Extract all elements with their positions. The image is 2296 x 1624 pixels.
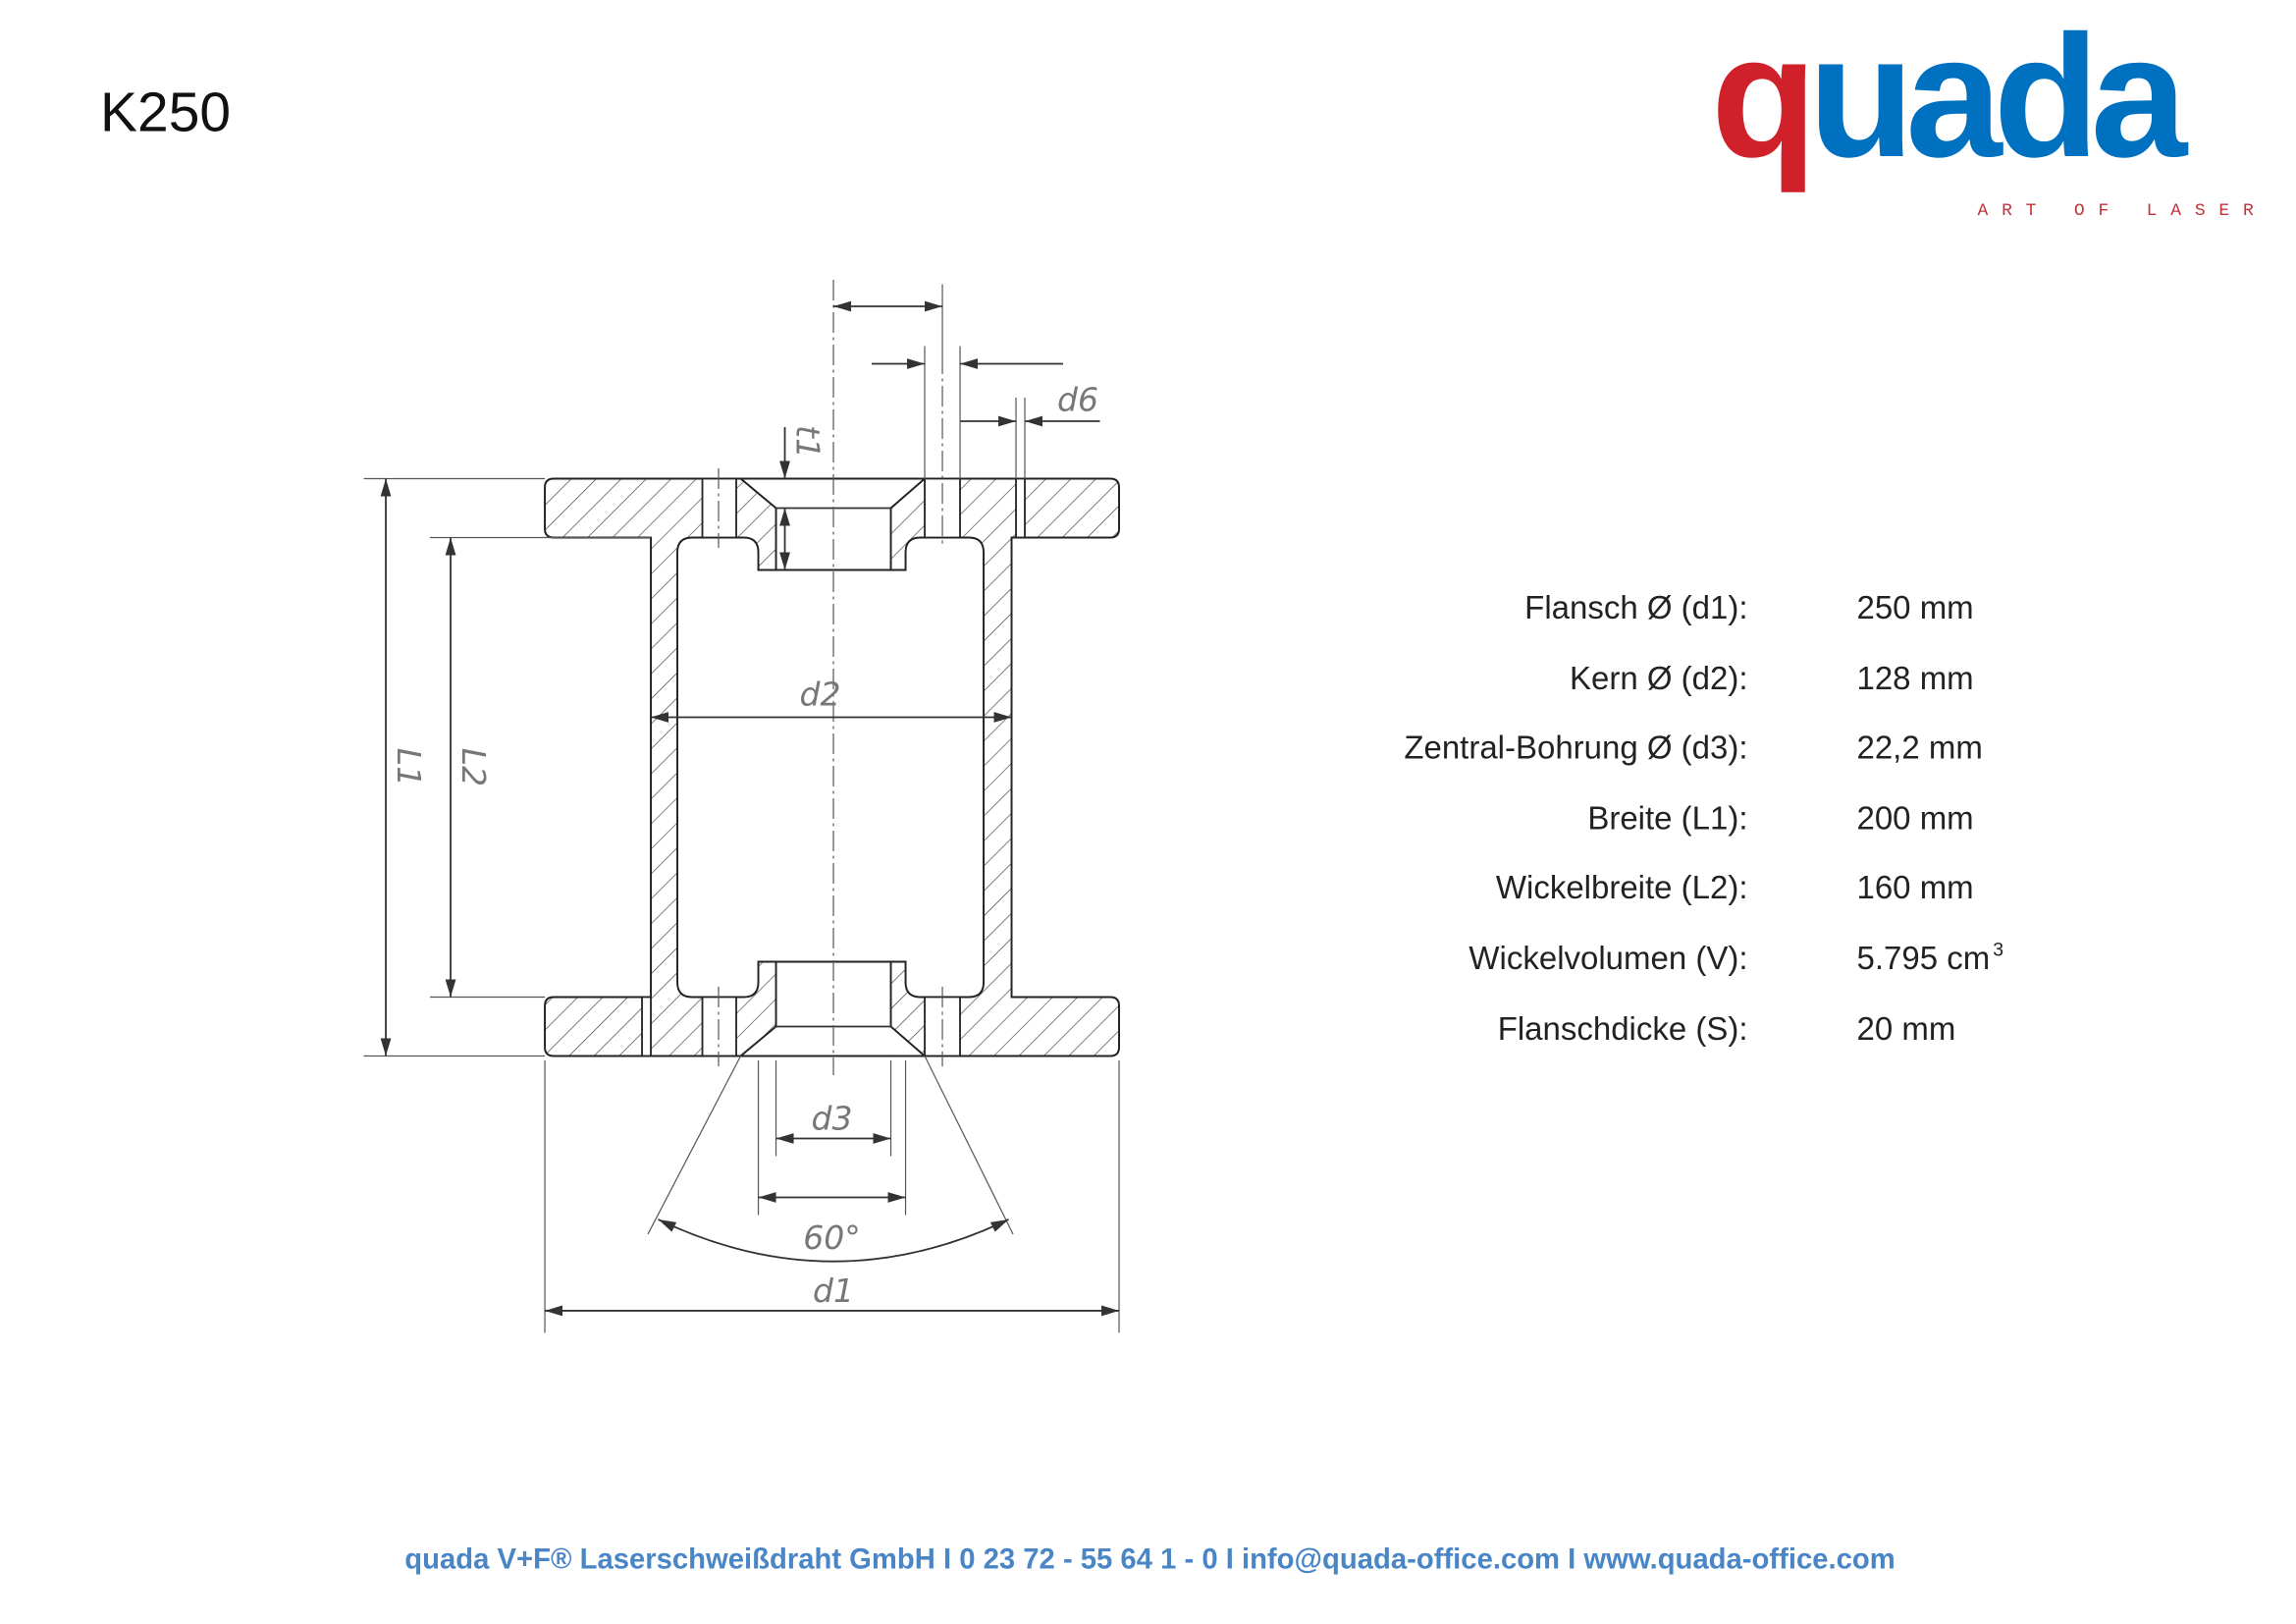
svg-text:128 mm: 128 mm — [1857, 660, 1974, 696]
unit-superscript: 3 — [1993, 939, 2003, 960]
spec-row: Breite (L1): 200 mm — [1587, 799, 1973, 836]
quada-logo: quada ART OF LASER — [1711, 0, 2267, 221]
page-title: K250 — [100, 81, 231, 143]
svg-text:Kern Ø (d2):: Kern Ø (d2): — [1570, 660, 1747, 696]
footer-website[interactable]: www.quada-office.com — [1582, 1543, 1895, 1575]
spool-cross-section — [544, 477, 1121, 1057]
svg-text:Flansch Ø (d1):: Flansch Ø (d1): — [1524, 589, 1747, 625]
svg-text:160 mm: 160 mm — [1857, 869, 1974, 905]
svg-text:5.795 cm: 5.795 cm — [1857, 940, 1991, 976]
footer-company: quada V+F® Laserschweißdraht GmbH — [404, 1543, 935, 1575]
svg-text:22,2 mm: 22,2 mm — [1857, 729, 1983, 765]
label-d2: d2 — [800, 675, 841, 713]
spec-row: Flansch Ø (d1): 250 mm — [1524, 589, 1973, 625]
label-t1: t1 — [789, 425, 828, 459]
svg-text:200 mm: 200 mm — [1857, 799, 1974, 836]
logo-tagline: ART OF LASER — [1977, 201, 2267, 221]
spec-row: Flanschdicke (S): 20 mm — [1498, 1010, 1956, 1047]
spec-table: Flansch Ø (d1): 250 mm Kern Ø (d2): 128 mm… — [1404, 589, 2003, 1047]
svg-text:Zentral-Bohrung Ø (d3):: Zentral-Bohrung Ø (d3): — [1404, 729, 1747, 765]
footer-email[interactable]: info@quada-office.com — [1242, 1543, 1560, 1575]
label-L1: L1 — [390, 748, 428, 786]
spool-technical-drawing: d2 d1 d3 d6 60° t1 L1 L2 — [363, 279, 1121, 1333]
label-L2: L2 — [454, 748, 493, 786]
svg-text:Wickelbreite (L2):: Wickelbreite (L2): — [1496, 869, 1748, 905]
logo-wordmark: quada — [1711, 0, 2189, 193]
spec-row: Wickelbreite (L2): 160 mm — [1496, 869, 1974, 905]
spec-row: Wickelvolumen (V): 5.795 cm 3 — [1468, 939, 2003, 975]
svg-text:20 mm: 20 mm — [1857, 1010, 1956, 1047]
label-angle: 60° — [803, 1218, 860, 1257]
label-d6: d6 — [1057, 380, 1098, 418]
svg-text:Breite (L1):: Breite (L1): — [1587, 799, 1747, 836]
label-d1: d1 — [813, 1272, 854, 1310]
footer-phone: 0 23 72 - 55 64 1 - 0 — [959, 1543, 1217, 1575]
footer-contact: quada V+F® Laserschweißdraht GmbH I 0 23… — [404, 1543, 1895, 1575]
spec-row: Zentral-Bohrung Ø (d3): 22,2 mm — [1404, 729, 1982, 765]
label-d3: d3 — [812, 1099, 853, 1137]
svg-text:Wickelvolumen (V):: Wickelvolumen (V): — [1468, 940, 1747, 976]
svg-text:Flanschdicke (S):: Flanschdicke (S): — [1498, 1010, 1748, 1047]
spec-row: Kern Ø (d2): 128 mm — [1570, 660, 1974, 696]
svg-text:250 mm: 250 mm — [1857, 589, 1974, 625]
